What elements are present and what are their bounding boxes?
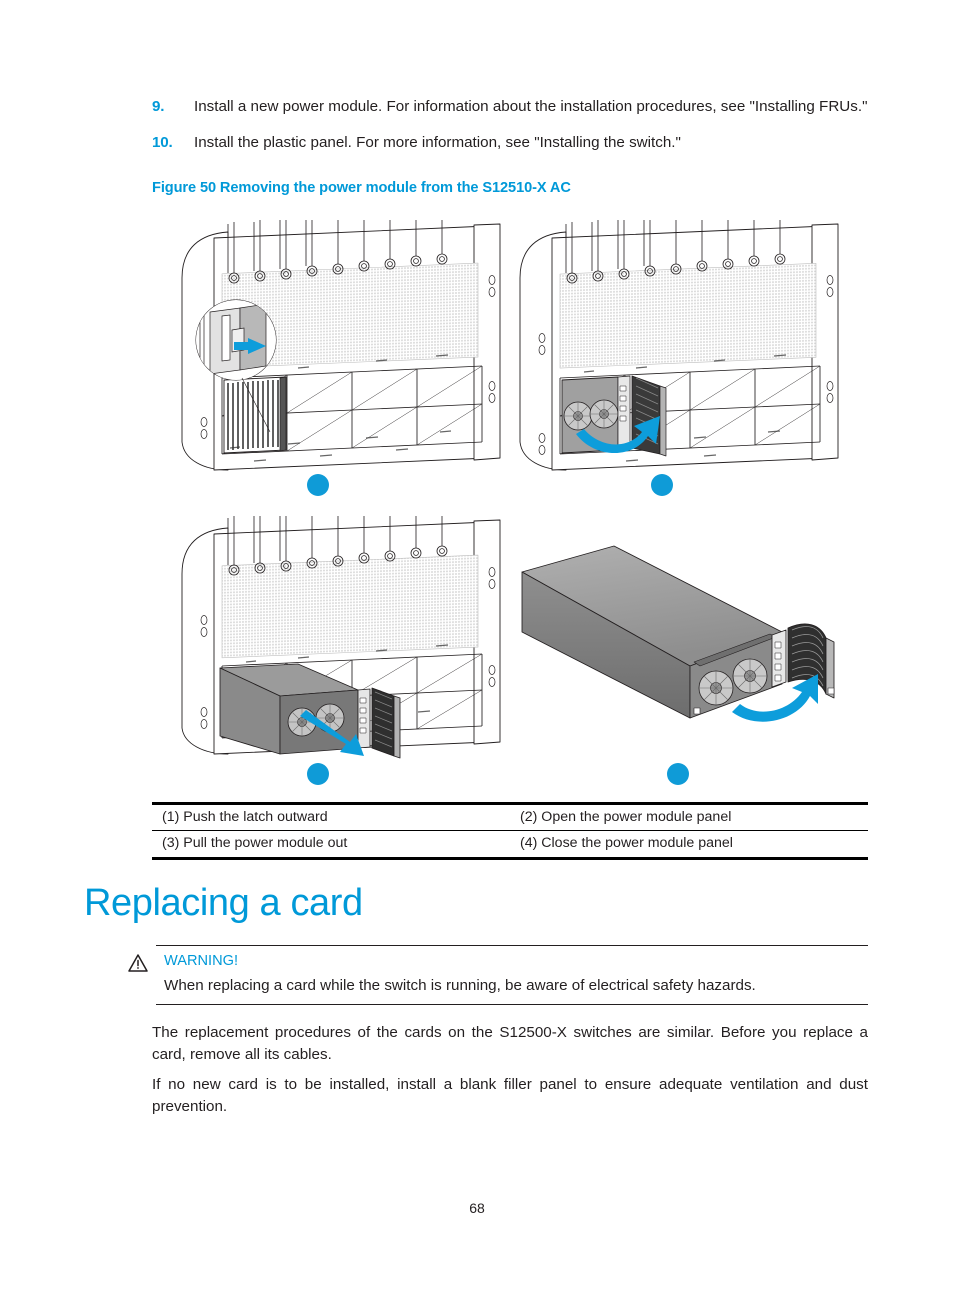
warning-box: WARNING! When replacing a card while the… [128, 945, 868, 1005]
table-row: (1) Push the latch outward (2) Open the … [152, 805, 868, 832]
body-paragraph: If no new card is to be installed, insta… [152, 1076, 868, 1116]
list-item: 9. Install a new power module. For infor… [152, 96, 868, 118]
legend-item: (3) Pull the power module out [162, 835, 348, 852]
figure-panel-4 [514, 516, 854, 798]
page-title: Replacing a card [84, 882, 363, 924]
step-text: Install a new power module. For informat… [194, 98, 868, 115]
warning-triangle-icon [128, 954, 148, 972]
legend-item: (2) Open the power module panel [520, 809, 732, 825]
warning-label: WARNING! [164, 953, 239, 969]
legend-item: (4) Close the power module panel [520, 835, 733, 852]
step-text: Install the plastic panel. For more info… [194, 133, 681, 151]
legend-item: (1) Push the latch outward [162, 809, 328, 825]
step-number: 10. [152, 133, 173, 151]
figure-panel-1 [170, 220, 510, 502]
figure-panel-2 [514, 220, 854, 502]
callout-marker-4 [667, 763, 689, 785]
table-row: (3) Pull the power module out (4) Close … [152, 831, 868, 856]
page-number: 68 [469, 1200, 485, 1216]
step-number: 9. [152, 98, 165, 115]
figure-panel-3 [170, 516, 510, 798]
figure-caption: Figure 50 Removing the power module from… [152, 180, 571, 196]
figure-illustration-group [152, 212, 868, 800]
numbered-step-list: 9. Install a new power module. For infor… [152, 96, 868, 167]
callout-marker-2 [651, 474, 673, 496]
body-paragraph: The replacement procedures of the cards … [152, 1024, 868, 1064]
warning-text: When replacing a card while the switch i… [164, 976, 756, 994]
figure-legend-table: (1) Push the latch outward (2) Open the … [152, 802, 868, 860]
callout-marker-3 [307, 763, 329, 785]
callout-marker-1 [307, 474, 329, 496]
list-item: 10. Install the plastic panel. For more … [152, 132, 868, 154]
